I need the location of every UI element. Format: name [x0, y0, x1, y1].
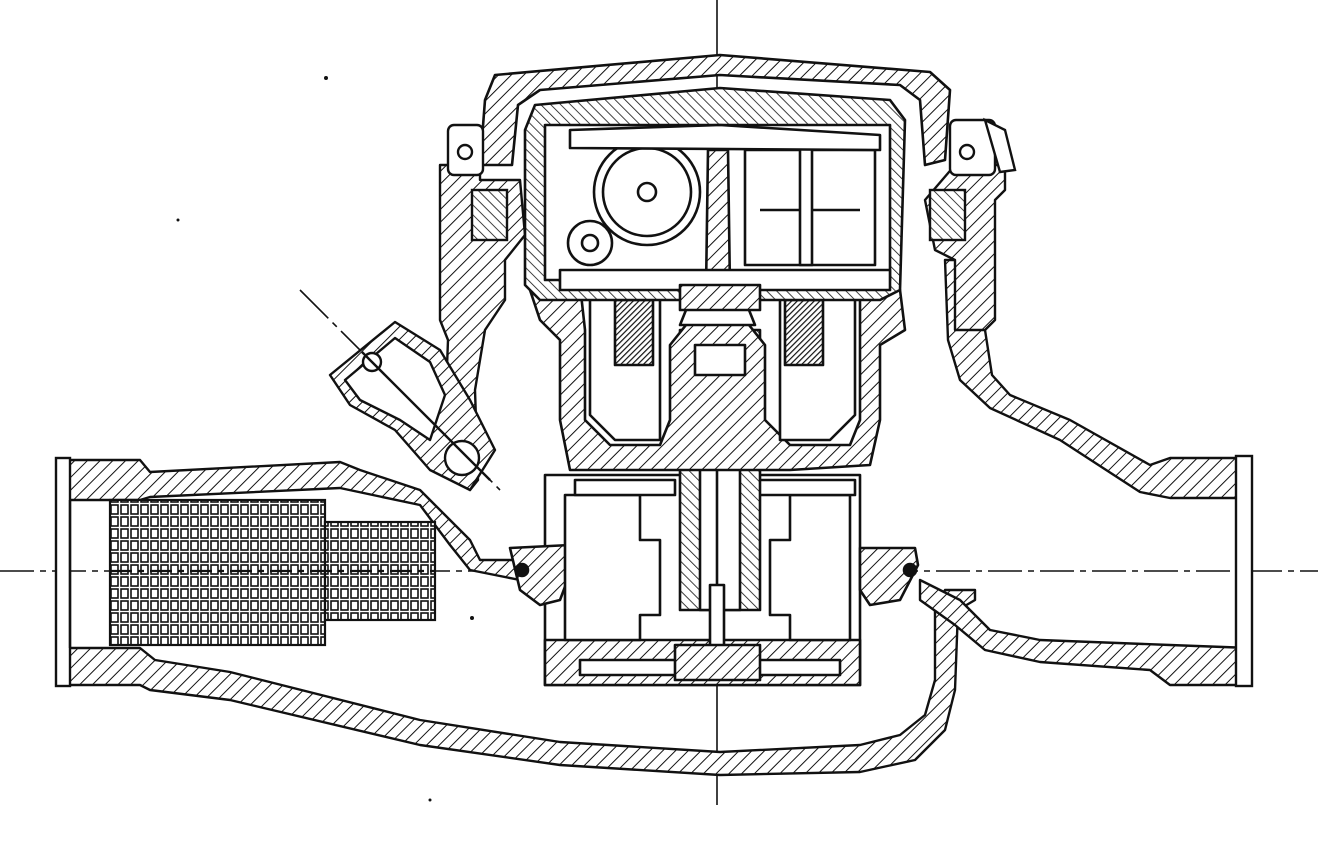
test-plug-boss	[328, 320, 497, 492]
cover-hinge	[983, 117, 1017, 174]
inlet-strainer	[108, 498, 437, 647]
inlet-socket-bottom	[56, 588, 977, 777]
right-chamber-flange	[858, 546, 920, 607]
outlet-socket-bottom	[918, 578, 1252, 687]
right-bolt-icon	[958, 143, 976, 161]
register-cover-shell	[478, 53, 952, 167]
strainer-large	[108, 498, 327, 647]
inlet-face	[54, 456, 72, 688]
mid-housing-wall	[528, 283, 907, 472]
plug-nut-icon	[443, 439, 481, 477]
outlet-face	[1234, 454, 1254, 688]
inlet-end	[54, 454, 1254, 688]
impeller-right-block	[768, 493, 852, 642]
cover-bolts	[446, 117, 1017, 242]
register-mechanism	[478, 53, 952, 312]
impeller-left-block	[563, 493, 662, 642]
scan-specks	[176, 76, 474, 802]
pointer-spindle	[798, 138, 814, 267]
magnet-housing	[528, 283, 907, 472]
left-bolt-icon	[456, 143, 474, 161]
